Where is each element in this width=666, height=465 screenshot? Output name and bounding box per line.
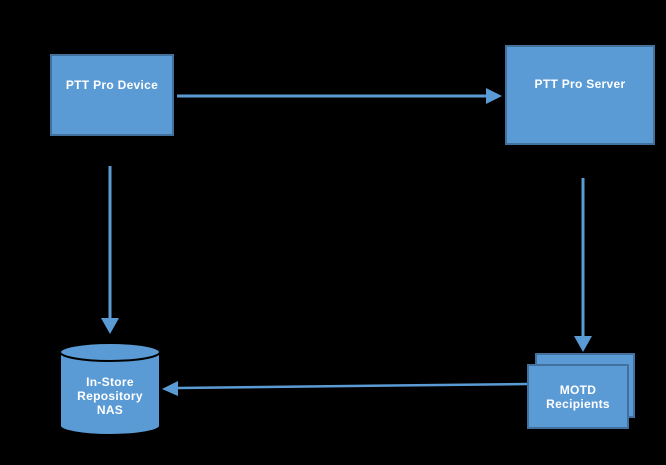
arrow-device-to-server [177,88,502,104]
node-label: MOTD Recipients [546,382,610,411]
arrowhead-down-icon [101,318,119,334]
arrow-server-to-motd [574,178,592,352]
cylinder-top [59,342,161,362]
arrowhead-left-icon [162,381,178,396]
arrowhead-down-icon [574,336,592,352]
node-label: PTT Pro Device [65,78,159,92]
node-in-store-repository-nas [59,342,161,436]
arrow-device-to-nas [101,166,119,334]
node-motd-recipients: MOTD Recipients [527,364,629,429]
node-label: PTT Pro Server [534,77,626,91]
arrowhead-right-icon [486,88,502,104]
cylinder-body [59,351,161,436]
node-ptt-pro-device: PTT Pro Device [50,54,174,136]
node-ptt-pro-server: PTT Pro Server [505,45,655,145]
arrow-motd-to-nas [162,381,528,396]
node-label-nas: In-Store Repository NAS [77,375,143,417]
